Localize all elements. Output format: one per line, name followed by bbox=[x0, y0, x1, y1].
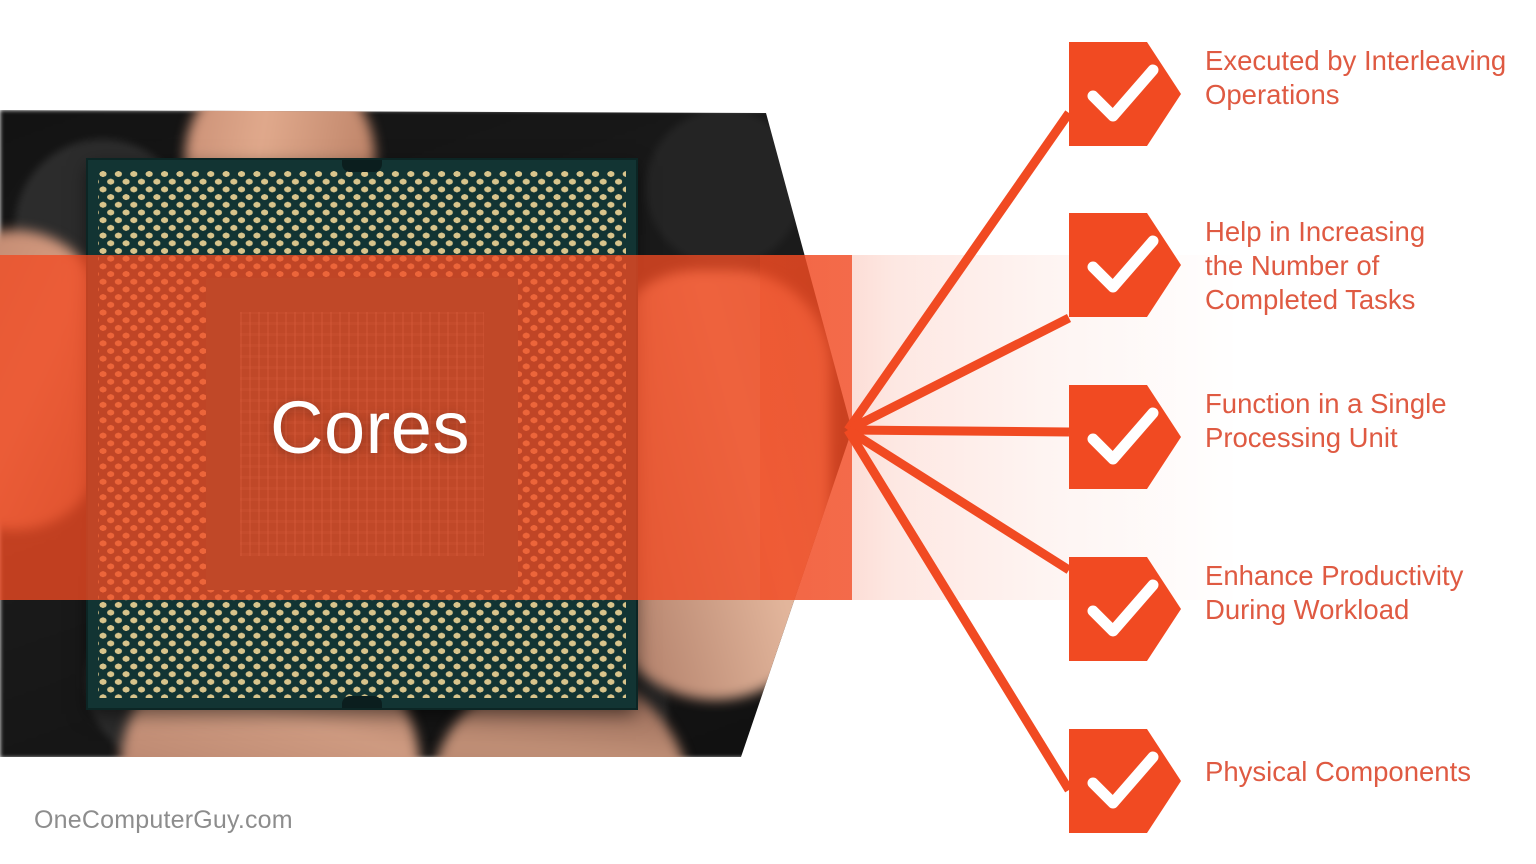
check-badge bbox=[1069, 42, 1181, 146]
check-icon bbox=[1069, 385, 1181, 489]
connector-line-1 bbox=[844, 110, 1073, 433]
check-icon bbox=[1069, 729, 1181, 833]
cpu-notch-bottom bbox=[342, 696, 382, 708]
watermark: OneComputerGuy.com bbox=[34, 806, 293, 834]
list-item[interactable]: Enhance Productivity During Workload bbox=[1069, 557, 1463, 661]
connector-line-2 bbox=[845, 313, 1072, 435]
check-icon bbox=[1069, 557, 1181, 661]
list-item[interactable]: Help in Increasing the Number of Complet… bbox=[1069, 213, 1425, 317]
list-item[interactable]: Physical Components bbox=[1069, 729, 1471, 833]
list-item-label: Executed by Interleaving Operations bbox=[1205, 45, 1507, 111]
check-icon bbox=[1069, 213, 1181, 317]
check-badge bbox=[1069, 213, 1181, 317]
list-item-label: Help in Increasing the Number of Complet… bbox=[1205, 216, 1426, 316]
check-badge bbox=[1069, 557, 1181, 661]
connector-line-3 bbox=[847, 425, 1070, 437]
check-icon bbox=[1069, 42, 1181, 146]
cpu-notch-top bbox=[342, 160, 382, 172]
center-title: Cores bbox=[270, 386, 470, 469]
connector-line-4 bbox=[845, 426, 1072, 574]
list-item-label: Enhance Productivity During Workload bbox=[1205, 560, 1464, 626]
list-item-label: Function in a Single Processing Unit bbox=[1205, 388, 1447, 454]
list-item[interactable]: Executed by Interleaving Operations bbox=[1069, 42, 1506, 146]
connector-line-5 bbox=[844, 427, 1073, 793]
check-badge bbox=[1069, 385, 1181, 489]
list-item[interactable]: Function in a Single Processing Unit bbox=[1069, 385, 1447, 489]
check-badge bbox=[1069, 729, 1181, 833]
list-item-label: Physical Components bbox=[1205, 756, 1471, 787]
